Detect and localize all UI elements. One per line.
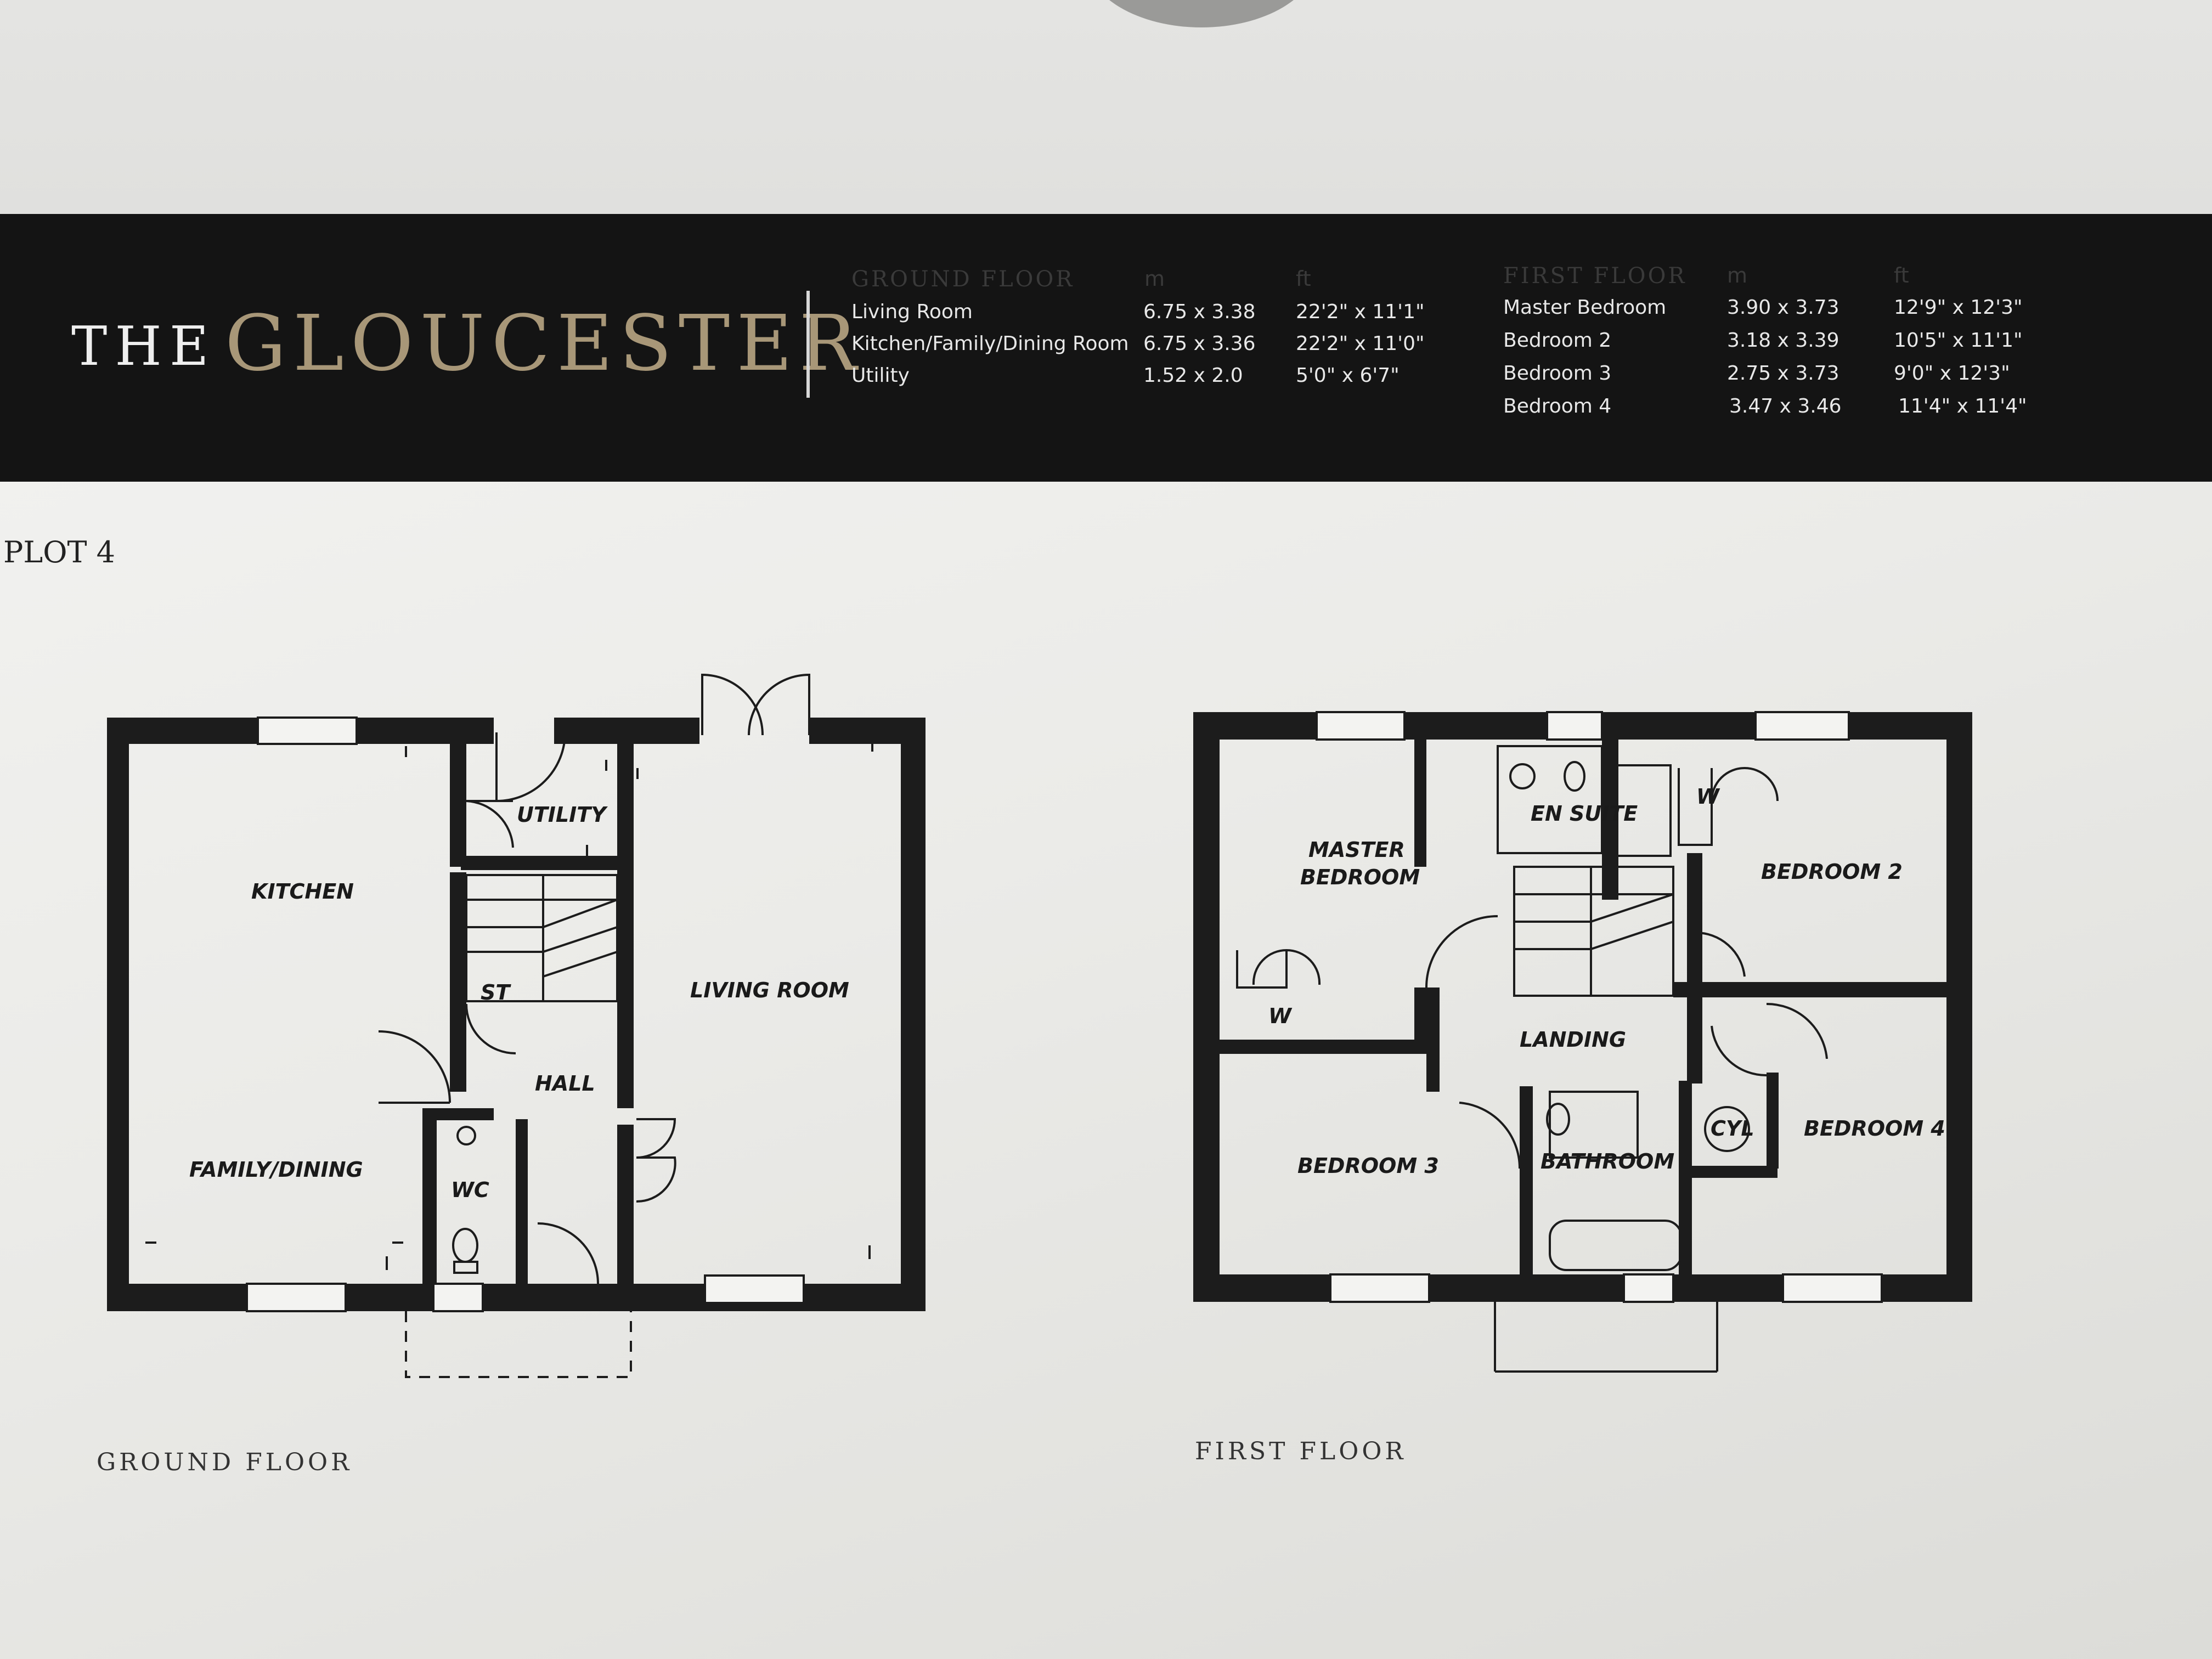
ground-row-room: Kitchen/Family/Dining Room <box>851 332 1129 355</box>
room-en-suite: EN SUITE <box>1531 802 1638 826</box>
room-master-line1: MASTER <box>1308 838 1405 862</box>
ground-floor-walls <box>107 718 926 1311</box>
ground-schedule-heading: GROUND FLOOR <box>851 267 1075 292</box>
first-row-room: Bedroom 3 <box>1503 362 1612 385</box>
first-schedule-heading: FIRST FLOOR <box>1503 263 1687 289</box>
title-prefix: THE <box>71 315 217 378</box>
room-store: ST <box>481 980 511 1005</box>
first-row-m: 3.90 x 3.73 <box>1727 296 1839 319</box>
first-row-ft: 9'0" x 12'3" <box>1894 362 2010 385</box>
room-landing: LANDING <box>1520 1028 1626 1052</box>
ground-floor-label: GROUND FLOOR <box>97 1448 353 1476</box>
room-wardrobe: W <box>1268 1004 1293 1028</box>
first-row-ft: 12'9" x 12'3" <box>1894 296 2023 319</box>
ground-row-room: Utility <box>851 364 910 387</box>
room-cylinder: CYL <box>1711 1116 1754 1141</box>
ground-row-m: 1.52 x 2.0 <box>1143 364 1243 387</box>
room-bedroom3: BEDROOM 3 <box>1297 1154 1439 1178</box>
ground-row-room: Living Room <box>851 301 973 323</box>
room-bedroom2: BEDROOM 2 <box>1761 860 1903 884</box>
ground-row-m: 6.75 x 3.38 <box>1143 301 1256 323</box>
ground-floor-fixtures <box>145 673 873 1378</box>
room-wardrobe: W <box>1696 785 1720 809</box>
room-living: LIVING ROOM <box>690 978 849 1002</box>
first-floor-label: FIRST FLOOR <box>1195 1437 1407 1465</box>
ground-row-ft: 22'2" x 11'1" <box>1296 301 1425 323</box>
first-floor-fixtures <box>1236 711 1883 1373</box>
house-name: GLOUCESTER <box>225 299 864 388</box>
room-wc: WC <box>451 1178 489 1202</box>
first-row-room: Bedroom 2 <box>1503 329 1612 352</box>
ground-row-ft: 5'0" x 6'7" <box>1296 364 1400 387</box>
ground-row-ft: 22'2" x 11'0" <box>1296 332 1425 355</box>
ground-unit-ft: ft <box>1296 267 1311 291</box>
first-row-room: Master Bedroom <box>1503 296 1667 319</box>
first-unit-ft: ft <box>1894 263 1909 287</box>
ground-unit-m: m <box>1144 267 1165 291</box>
room-master-line2: BEDROOM <box>1300 865 1420 889</box>
room-kitchen: KITCHEN <box>251 879 354 904</box>
title-divider <box>806 291 810 398</box>
room-bedroom4: BEDROOM 4 <box>1804 1116 1945 1141</box>
room-family-dining: FAMILY/DINING <box>189 1158 363 1182</box>
room-bathroom: BATHROOM <box>1541 1149 1674 1173</box>
first-row-m: 2.75 x 3.73 <box>1727 362 1839 385</box>
first-row-ft: 11'4" x 11'4" <box>1898 395 2027 417</box>
first-row-m: 3.47 x 3.46 <box>1729 395 1842 417</box>
first-row-room: Bedroom 4 <box>1503 395 1612 417</box>
ground-row-m: 6.75 x 3.36 <box>1143 332 1256 355</box>
room-utility: UTILITY <box>517 803 608 827</box>
first-row-ft: 10'5" x 11'1" <box>1894 329 2023 352</box>
room-hall: HALL <box>535 1071 595 1096</box>
title-banner <box>0 214 2212 482</box>
first-row-m: 3.18 x 3.39 <box>1727 329 1839 352</box>
first-floor-walls <box>1193 712 1972 1302</box>
first-unit-m: m <box>1727 263 1748 287</box>
plot-label: PLOT 4 <box>3 535 116 569</box>
